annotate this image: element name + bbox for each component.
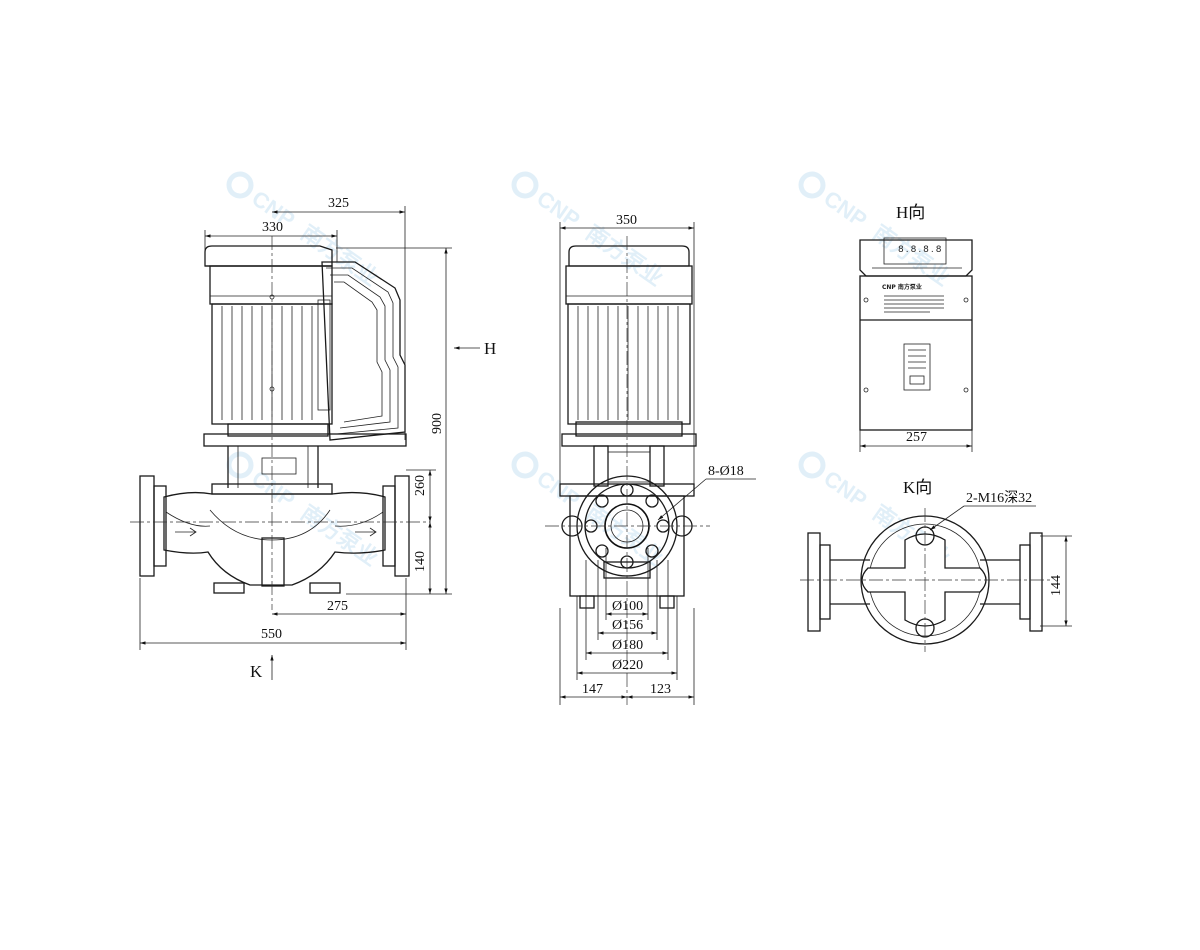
side-view: 350 8-Ø18 Ø100 Ø156 Ø180 Ø220 147 123: [545, 213, 756, 705]
svg-text:CNP: CNP: [819, 185, 871, 232]
svg-text:南方泵业: 南方泵业: [581, 220, 667, 291]
h-view-logo: CNP 南方泵业: [882, 283, 922, 291]
dim-260: 260: [413, 475, 428, 496]
dim-dia-100: Ø100: [612, 599, 643, 614]
led-display: 8.8.8.8: [898, 245, 944, 255]
dim-dia-220: Ø220: [612, 658, 643, 673]
front-view: 330 325 900 260 140 275 550 H K: [130, 196, 496, 681]
dim-144: 144: [1049, 575, 1064, 596]
svg-text:CNP: CNP: [247, 465, 299, 512]
dim-325: 325: [328, 196, 349, 211]
label-h-direction: H: [484, 339, 496, 358]
watermark-2: CNP 南方泵业: [511, 171, 668, 291]
dim-330: 330: [262, 220, 283, 235]
dim-900: 900: [430, 413, 445, 434]
dim-dia-156: Ø156: [612, 618, 643, 633]
h-view-title: H向: [896, 203, 925, 222]
svg-text:南方泵业: 南方泵业: [868, 220, 954, 291]
label-k-direction: K: [250, 662, 263, 681]
dim-275: 275: [327, 599, 348, 614]
k-view-title: K向: [903, 478, 932, 497]
thread-spec: 2-M16深32: [966, 490, 1032, 506]
svg-text:CNP: CNP: [819, 465, 871, 512]
watermark-3: CNP 南方泵业: [798, 171, 955, 291]
bolt-hole-spec: 8-Ø18: [708, 464, 744, 479]
dim-550: 550: [261, 627, 282, 642]
dim-350: 350: [616, 213, 637, 228]
dim-257: 257: [906, 430, 927, 445]
svg-text:CNP: CNP: [532, 465, 584, 512]
svg-text:南方泵业: 南方泵业: [296, 500, 382, 571]
k-view: K向 2-M16深32 144: [800, 478, 1072, 652]
dim-147: 147: [582, 682, 603, 697]
h-view: H向 8.8.8.8 CNP 南方泵业: [859, 203, 973, 452]
dim-123: 123: [650, 682, 671, 697]
svg-text:CNP: CNP: [532, 185, 584, 232]
dim-140: 140: [413, 551, 428, 572]
dim-dia-180: Ø180: [612, 638, 643, 653]
